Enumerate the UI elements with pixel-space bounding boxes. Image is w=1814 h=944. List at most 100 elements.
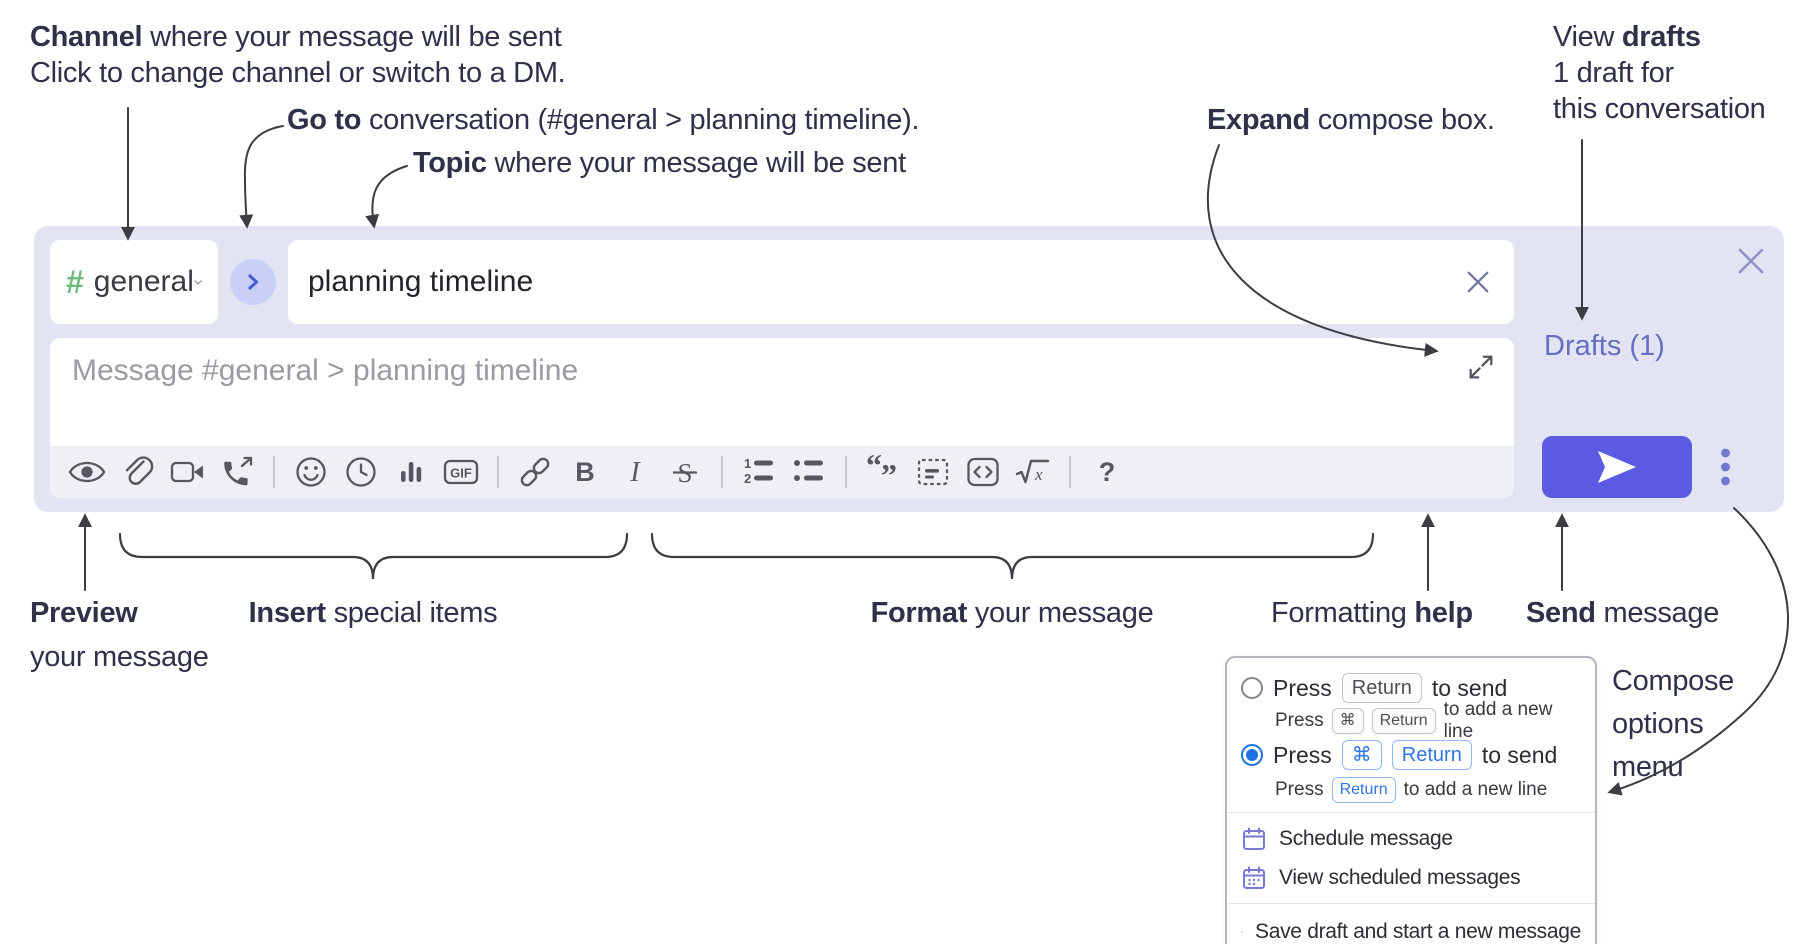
italic-button[interactable]: I [610,450,660,494]
clear-topic-button[interactable] [1460,264,1496,300]
code-icon [967,457,999,487]
strikethrough-icon: S [672,458,698,488]
math-sqrt-icon: x [1015,459,1050,484]
paperclip-icon [125,456,154,485]
chevron-right-icon [248,274,259,290]
topic-input[interactable] [308,265,1460,299]
math-button[interactable]: x [1008,450,1058,494]
preview-button[interactable] [62,450,112,494]
poll-button[interactable] [386,450,436,494]
bold-button[interactable]: B [560,450,610,494]
emoji-button[interactable] [286,450,336,494]
message-input[interactable]: Message #general > planning timeline [72,354,579,387]
channel-hash-icon: # [66,263,84,300]
math-x: x [1034,465,1043,484]
view-drafts-pre: View [1553,21,1622,53]
toolbar-divider [497,456,499,488]
expand-compose-button[interactable] [1462,348,1500,386]
format-annotation: Format your message [871,596,1154,630]
channel-annotation-rest: where your message will be sent [142,21,562,53]
numbered-list-button[interactable]: 1 2 [734,450,784,494]
send-annotation-bold: Send [1526,597,1596,629]
return-key: Return [1371,707,1436,734]
spoiler-icon [917,458,949,486]
italic-icon: I [629,457,641,488]
drafts-link[interactable]: Drafts (1) [1544,330,1665,362]
format-annotation-bold: Format [870,597,968,629]
view-drafts-line2: 1 draft for [1553,57,1674,89]
quote-button[interactable]: “ ” [858,450,908,494]
go-to-conversation-button[interactable] [230,259,276,305]
topic-connector [365,165,408,229]
expand-annotation: Expand compose box. [1207,103,1495,137]
toolbar-divider [721,456,723,488]
go-to-annotation-bold: Go to [287,104,362,136]
return-key: Return [1391,740,1472,770]
toolbar-divider [845,456,847,488]
compose-options-popup: Press Return to send Press ⌘ Return to a… [1225,656,1597,944]
quote-close: ” [881,457,897,490]
compose-options-button[interactable] [1714,438,1737,496]
compose-options-line3: menu [1612,751,1684,783]
go-to-annotation-rest: conversation (#general > planning timeli… [361,104,920,136]
option1-press: Press [1273,674,1332,701]
spoiler-button[interactable] [908,450,958,494]
menu-item-save-draft[interactable]: Save draft and start a new message [1241,910,1581,944]
menu-item-schedule-message[interactable]: Schedule message [1241,819,1581,858]
ol-1: 1 [744,456,751,471]
formatting-help-button[interactable]: ? [1082,450,1132,494]
send-shortcut-options: Press Return to send Press ⌘ Return to a… [1227,658,1595,812]
phone-call-icon [224,456,253,486]
menu-item-label: View scheduled messages [1279,865,1521,889]
send-button[interactable] [1542,436,1692,498]
channel-annotation-bold: Channel [30,21,143,53]
gif-button[interactable]: GIF [436,450,486,494]
compose-options-line2: options [1612,708,1704,740]
return-key: Return [1341,673,1422,703]
video-call-button[interactable] [162,450,212,494]
compose-box: # general [34,226,1784,512]
expand-annotation-bold: Expand [1207,104,1310,136]
option-cmd-return-to-send[interactable]: Press ⌘ Return to send [1241,735,1581,775]
attach-file-button[interactable] [112,450,162,494]
global-time-button[interactable] [336,450,386,494]
close-compose-button[interactable] [1732,242,1770,280]
menu-item-view-scheduled[interactable]: View scheduled messages [1241,858,1581,897]
bulleted-list-button[interactable] [784,450,834,494]
bar-chart-icon [401,462,422,482]
popup-divider [1227,903,1595,904]
channel-annotation-line2: Click to change channel or switch to a D… [30,57,566,89]
channel-annotation: Channel where your message will be sent [30,20,562,54]
insert-annotation-bold: Insert [248,597,326,629]
compose-toolbar: GIF B [50,446,1514,498]
go-to-annotation: Go to conversation (#general > planning … [287,103,919,137]
schedule-section: Schedule message View scheduled messages [1227,813,1595,903]
expand-annotation-rest: compose box. [1309,104,1495,136]
menu-item-label: Save draft and start a new message [1255,920,1581,943]
italic-label: I [629,457,641,488]
draft-document-icon [1241,931,1243,933]
message-area: Message #general > planning timeline [50,338,1514,498]
preview-annotation-bold: Preview [30,597,138,629]
preview-annotation-line2: your message [30,641,209,673]
channel-selector-button[interactable]: # general [50,240,218,324]
topic-annotation-bold: Topic [413,147,487,179]
link-icon [520,457,550,487]
radio-selected[interactable] [1241,744,1263,766]
send-annotation: Send message [1526,596,1719,630]
bold-icon: B [575,457,595,487]
close-icon [1467,271,1489,293]
code-button[interactable] [958,450,1008,494]
preview-annotation: Preview [30,596,138,630]
recipient-row: # general [50,240,1514,324]
ol-2: 2 [744,471,751,486]
option-return-to-send[interactable]: Press Return to send [1241,670,1581,706]
option2-sub-press: Press [1275,778,1324,800]
audio-call-button[interactable] [212,450,262,494]
compose-options-line1: Compose [1612,665,1735,697]
strikethrough-button[interactable]: S [660,450,710,494]
link-button[interactable] [510,450,560,494]
radio-unselected[interactable] [1241,677,1263,699]
quote-open: “ [866,454,882,483]
